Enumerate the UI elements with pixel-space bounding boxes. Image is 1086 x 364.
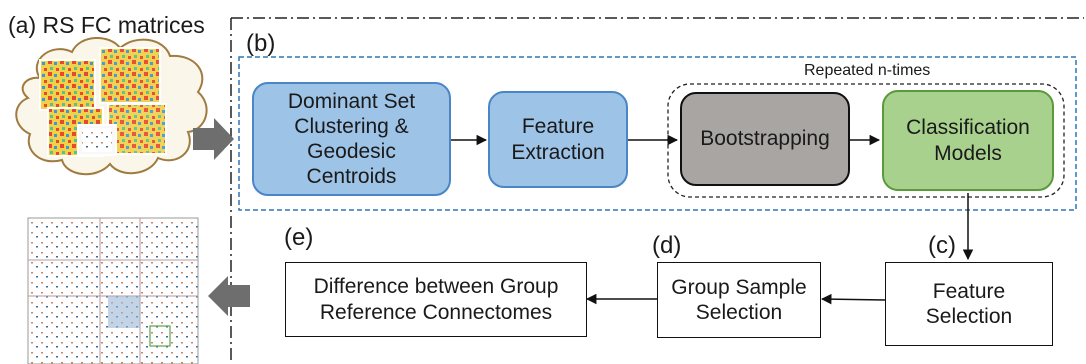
bootstrapping-box: Bootstrapping — [680, 92, 850, 186]
panel-c-label: (c) — [928, 232, 956, 259]
classification-models-box: Classification Models — [882, 90, 1054, 191]
repeat-label: Repeated n-times — [804, 62, 931, 79]
panel-b-label: (b) — [246, 30, 276, 57]
dominant-set-box: Dominant Set Clustering & Geodesic Centr… — [252, 82, 451, 196]
big-arrow-left — [208, 276, 250, 316]
panel-b-region — [238, 56, 1077, 211]
feature-extraction-box: Feature Extraction — [488, 91, 628, 188]
panel-a-label: (a) RS FC matrices — [8, 12, 205, 38]
big-arrow-right — [193, 118, 234, 160]
fc-matrix-thumbnails — [39, 47, 167, 157]
arrow-selection-to-group — [820, 293, 886, 305]
group-sample-selection-box: Group Sample Selection — [657, 262, 821, 338]
panel-e-label: (e) — [284, 224, 314, 251]
reference-connectome-matrix — [27, 217, 199, 364]
group-difference-box: Difference between Group Reference Conne… — [285, 262, 587, 337]
feature-selection-box: Feature Selection — [885, 262, 1053, 346]
panel-d-label: (d) — [652, 232, 682, 259]
